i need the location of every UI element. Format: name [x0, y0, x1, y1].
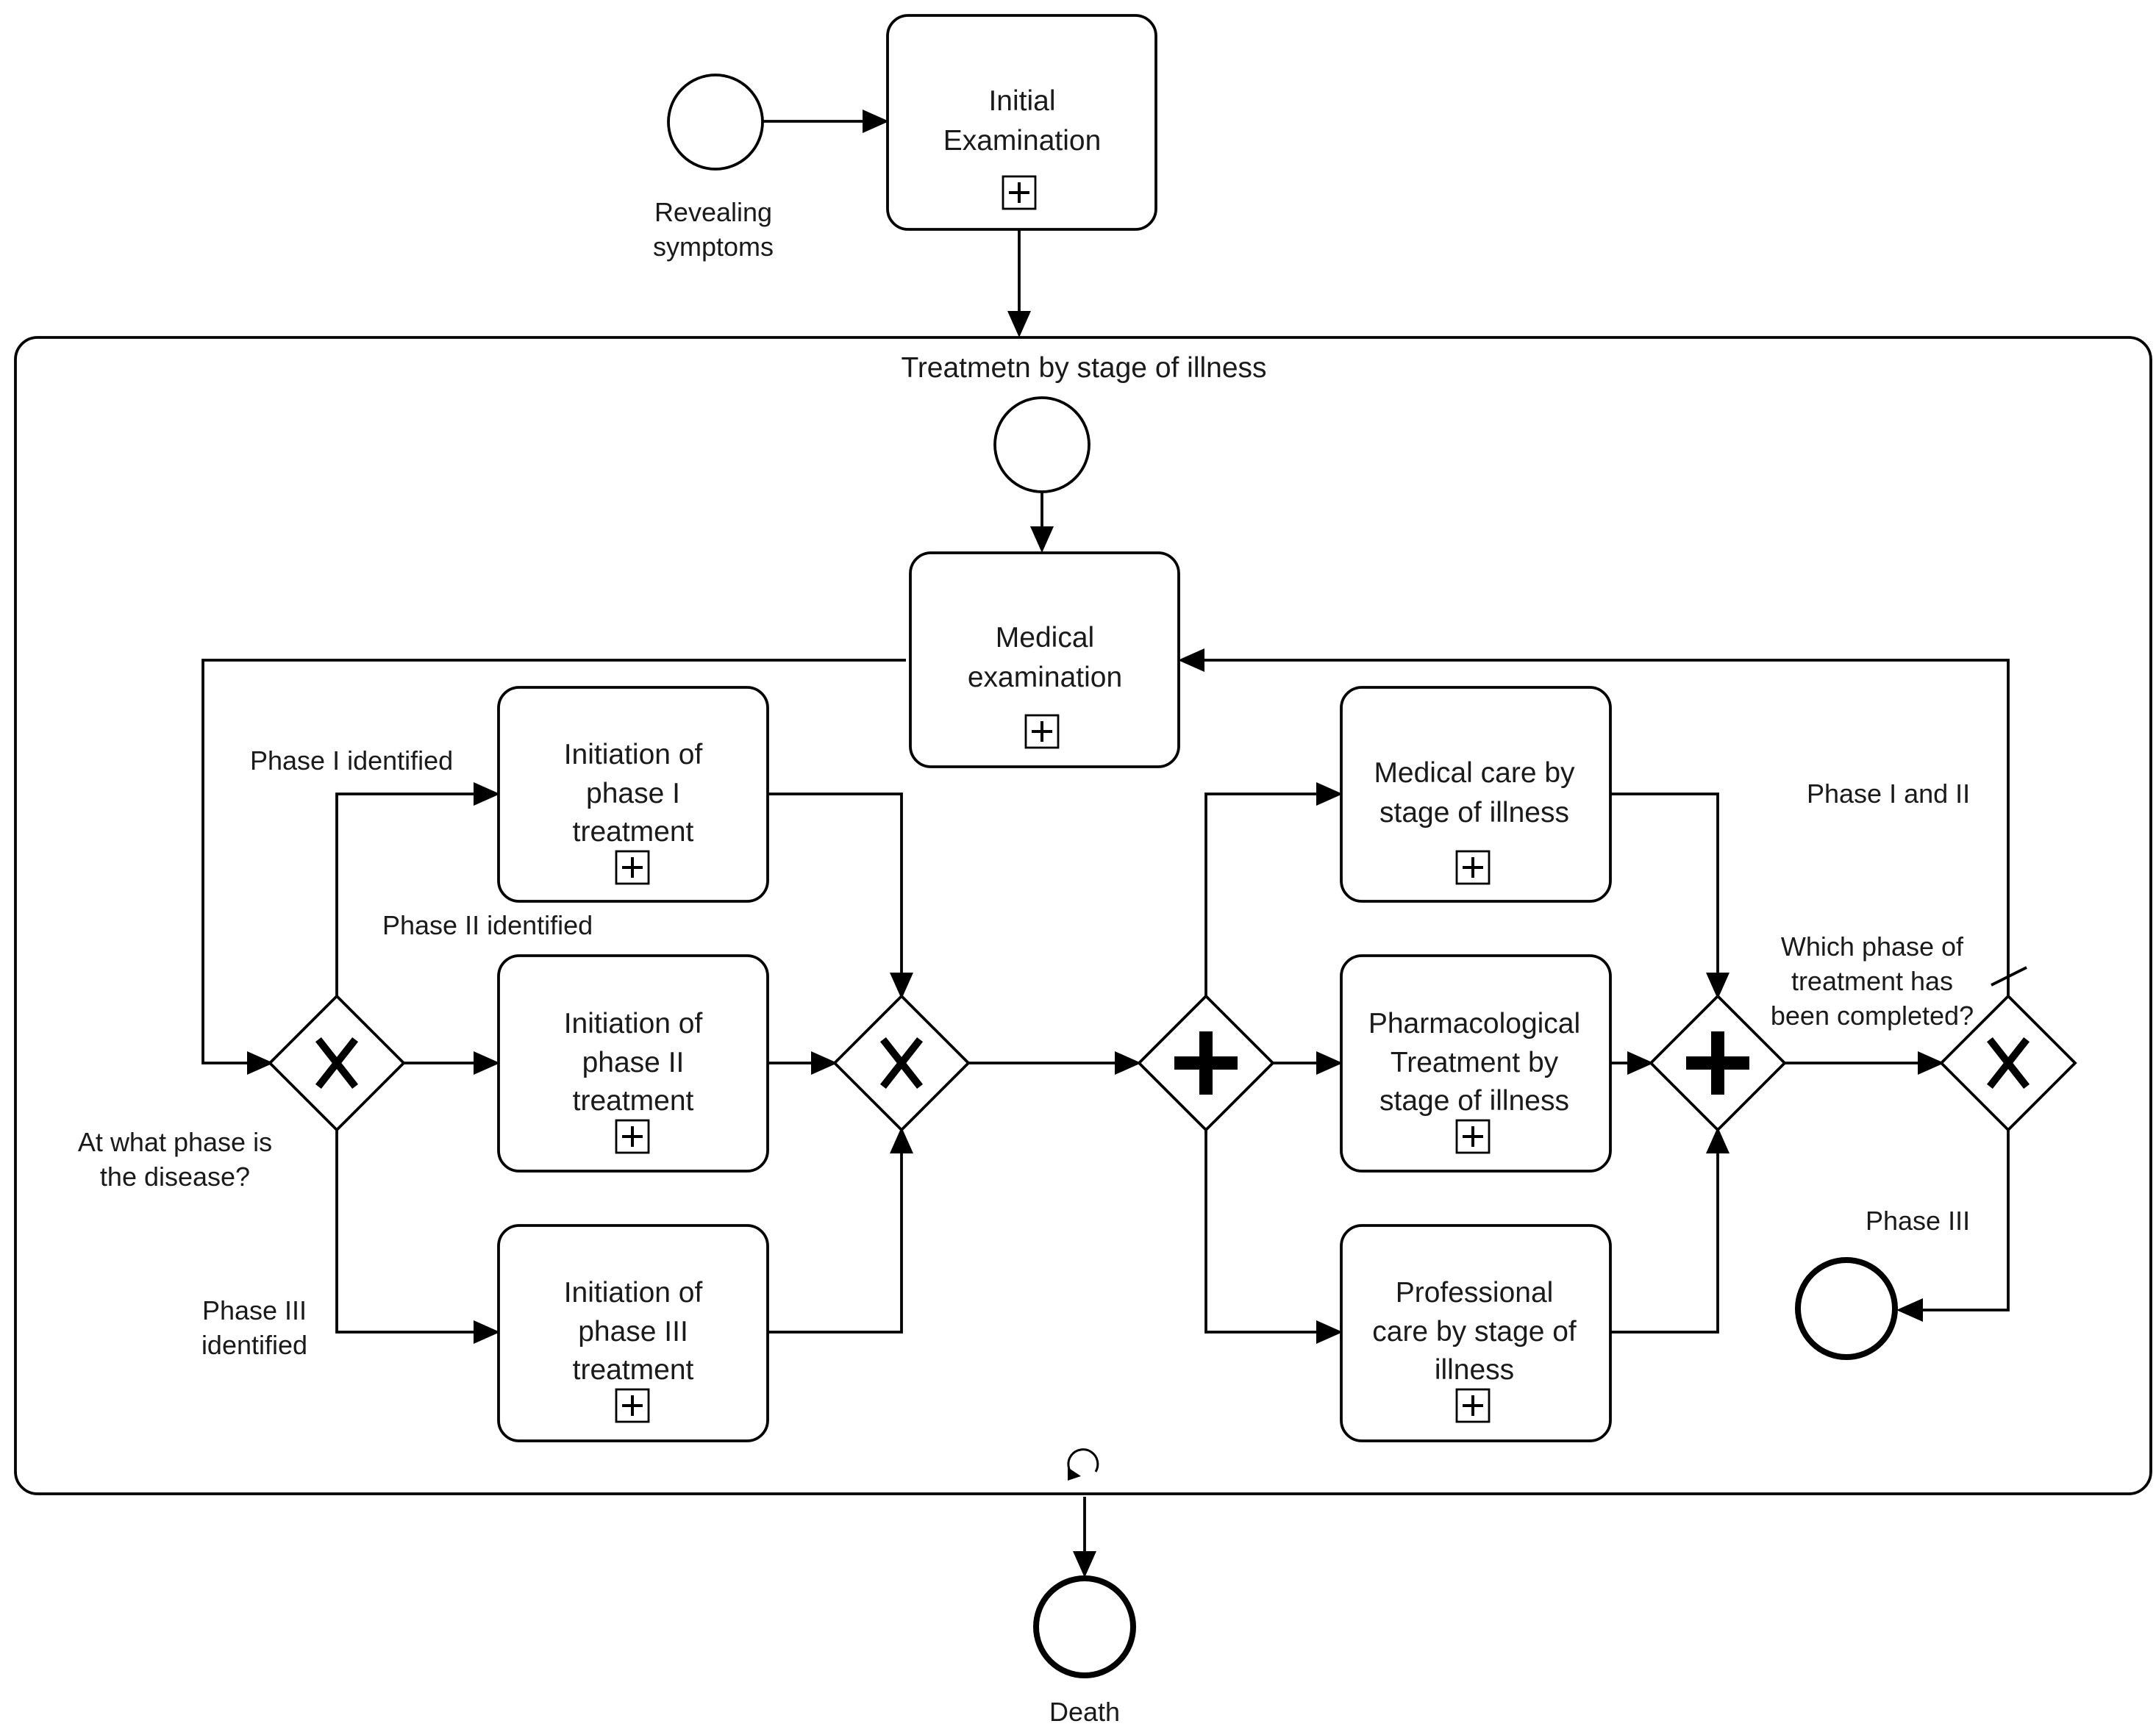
arrowhead	[474, 1320, 500, 1344]
flow-xor3-to-medical-examination	[1181, 659, 2010, 996]
arrowhead	[811, 1051, 838, 1075]
task-initial-examination[interactable]: Initial Examination	[886, 14, 1157, 231]
expand-icon[interactable]	[1455, 850, 1491, 885]
flow-label: Phase III	[1866, 1206, 1970, 1236]
task-label: Treatment by	[1391, 1047, 1559, 1078]
subprocess-start-event[interactable]	[993, 396, 1091, 493]
task-label: treatment	[573, 816, 694, 848]
task-label: phase I	[586, 778, 680, 809]
flow-label: Phase I identified	[250, 745, 453, 776]
default-flow-marker	[1991, 966, 2027, 987]
arrowhead	[1316, 1051, 1343, 1075]
task-label: Pharmacological	[1368, 1008, 1580, 1039]
flow-phase3-to-xor2	[768, 1130, 903, 1334]
arrowhead	[1030, 526, 1054, 553]
start-event-label: Revealing	[654, 197, 772, 227]
arrowhead	[474, 782, 500, 806]
flow-xor1-to-phase3	[335, 1130, 497, 1334]
flow-and1-to-professional-care	[1204, 1130, 1340, 1334]
task-label: Examination	[943, 125, 1102, 157]
gateway-label: been completed?	[1771, 1001, 1974, 1031]
gateway-label: the disease?	[100, 1162, 250, 1192]
flow-xor1-to-phase1	[335, 792, 497, 996]
task-professional-care[interactable]: Professional care by stage of illness	[1340, 1224, 1612, 1442]
task-label: Initiation of	[564, 1008, 703, 1039]
task-label: Initiation of	[564, 739, 703, 770]
gateway-label: treatment has	[1791, 966, 1953, 996]
task-label: illness	[1435, 1354, 1514, 1386]
flow-label: Phase II identified	[382, 910, 593, 940]
task-label: stage of illness	[1379, 1085, 1569, 1117]
arrowhead	[474, 1051, 500, 1075]
expand-icon[interactable]	[1024, 714, 1060, 749]
exclusive-gateway-merge[interactable]	[832, 994, 971, 1132]
expand-icon[interactable]	[1455, 1119, 1491, 1154]
flow-label: identified	[201, 1330, 307, 1360]
task-label: treatment	[573, 1354, 694, 1386]
task-label: treatment	[573, 1085, 694, 1117]
arrowhead	[1178, 648, 1204, 672]
arrowhead	[1073, 1551, 1096, 1578]
subprocess-end-event[interactable]	[1795, 1257, 1898, 1360]
arrowhead	[1627, 1051, 1654, 1075]
start-event-label: symptoms	[653, 232, 774, 262]
task-pharmacological-treatment[interactable]: Pharmacological Treatment by stage of il…	[1340, 954, 1612, 1173]
task-medical-examination[interactable]: Medical examination	[909, 551, 1180, 768]
arrowhead	[1316, 782, 1343, 806]
task-label: examination	[968, 662, 1122, 693]
subprocess-title: Treatmetn by stage of illness	[901, 352, 1266, 384]
arrowhead	[1706, 1127, 1730, 1153]
flow-phase1-to-xor2	[768, 792, 903, 996]
expand-icon[interactable]	[615, 1388, 650, 1423]
flow-and1-to-medical-care	[1204, 792, 1340, 996]
arrowhead	[1896, 1298, 1923, 1322]
flow-label: Phase III	[202, 1295, 307, 1325]
start-event[interactable]	[667, 74, 764, 171]
arrowhead	[890, 1127, 913, 1153]
task-label: Medical	[996, 622, 1094, 654]
sequence-flows	[201, 120, 2027, 1575]
flow-professional-care-to-and2	[1610, 1130, 1719, 1334]
arrowhead	[1115, 1051, 1141, 1075]
flow-medical-examination-to-xor1	[201, 659, 906, 1064]
end-event-death[interactable]	[1033, 1575, 1136, 1678]
task-label: Professional	[1396, 1277, 1554, 1309]
task-medical-care[interactable]: Medical care by stage of illness	[1340, 686, 1612, 903]
flow-medical-care-to-and2	[1610, 792, 1719, 996]
expand-icon[interactable]	[1455, 1388, 1491, 1423]
task-label: Initial	[988, 85, 1055, 117]
task-label: phase II	[582, 1047, 685, 1078]
arrowhead	[890, 973, 913, 999]
arrowhead	[247, 1051, 274, 1075]
arrowhead	[1316, 1320, 1343, 1344]
expand-icon[interactable]	[1002, 175, 1037, 210]
loop-icon	[1067, 1448, 1099, 1481]
flow-xor3-to-sub-end	[1899, 1130, 2010, 1311]
task-label: Medical care by	[1374, 757, 1575, 789]
arrowhead	[1918, 1051, 1944, 1075]
subprocess-treatment-by-stage[interactable]	[14, 336, 2152, 1495]
arrowhead	[1706, 973, 1730, 999]
expand-icon[interactable]	[615, 1119, 650, 1154]
arrowhead	[1007, 311, 1031, 337]
task-label: stage of illness	[1379, 797, 1569, 829]
gateway-label: Which phase of	[1781, 931, 1964, 962]
flow-label: Phase I and II	[1807, 779, 1970, 809]
arrowhead	[863, 110, 889, 133]
task-label: Initiation of	[564, 1277, 703, 1309]
task-initiation-phase-2[interactable]: Initiation of phase II treatment	[497, 954, 769, 1173]
task-initiation-phase-1[interactable]: Initiation of phase I treatment	[497, 686, 769, 903]
exclusive-gateway-phase[interactable]	[268, 994, 406, 1132]
expand-icon[interactable]	[615, 850, 650, 885]
end-event-label: Death	[1049, 1697, 1120, 1727]
arrowheads	[247, 110, 1944, 1578]
parallel-gateway-join[interactable]	[1649, 994, 1787, 1132]
gateway-label: At what phase is	[78, 1127, 272, 1157]
parallel-gateway-split[interactable]	[1137, 994, 1275, 1132]
task-label: care by stage of	[1372, 1316, 1577, 1348]
task-initiation-phase-3[interactable]: Initiation of phase III treatment	[497, 1224, 769, 1442]
task-label: phase III	[578, 1316, 688, 1348]
exclusive-gateway-completed[interactable]	[1939, 994, 2077, 1132]
